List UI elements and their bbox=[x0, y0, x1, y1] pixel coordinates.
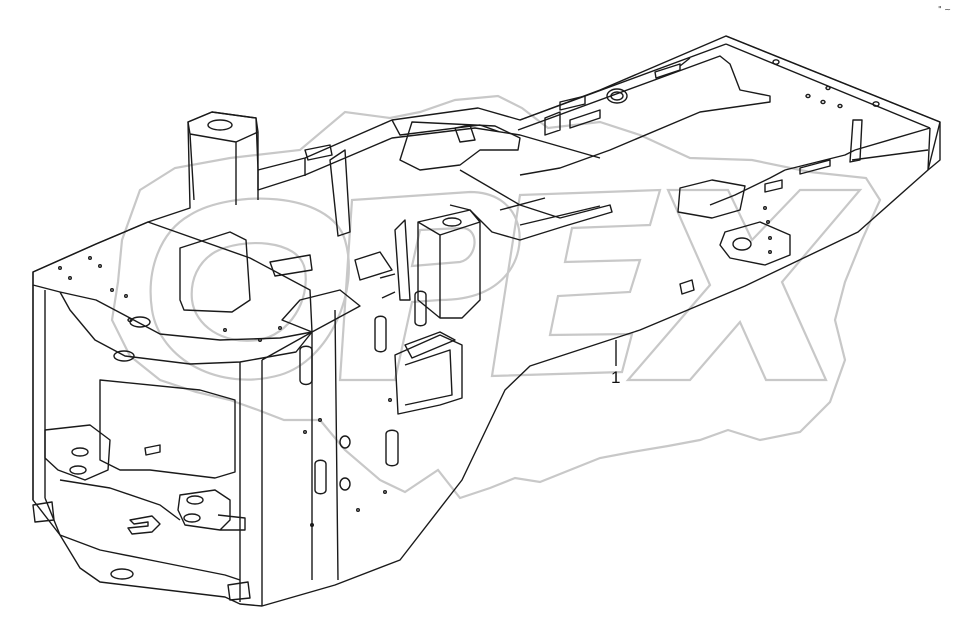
watermark-letter-x bbox=[625, 188, 863, 382]
rear-post bbox=[849, 119, 863, 163]
callout-label-1: 1 bbox=[611, 368, 620, 387]
upper-left-plate-top bbox=[59, 291, 313, 341]
watermark-letter-p bbox=[338, 190, 521, 382]
lug-hole-1 bbox=[71, 447, 89, 457]
watermark-letter-e bbox=[490, 188, 662, 378]
lug-hole-2 bbox=[69, 465, 87, 475]
mid-deck bbox=[257, 119, 601, 191]
center-pin bbox=[442, 217, 462, 227]
side-window bbox=[394, 334, 463, 415]
small-tab bbox=[144, 444, 161, 456]
hook-slot bbox=[127, 515, 161, 535]
bottom-foot bbox=[32, 501, 251, 601]
lower-lug-left bbox=[44, 424, 111, 481]
mid-opening bbox=[281, 289, 361, 333]
front-face bbox=[32, 285, 339, 606]
watermark-logo bbox=[110, 94, 882, 500]
bottom-hole bbox=[110, 568, 134, 580]
plate-holes bbox=[58, 256, 283, 362]
rear-left-rail bbox=[517, 43, 771, 176]
tower-hole bbox=[207, 119, 233, 131]
mid-bracket-1 bbox=[304, 124, 476, 161]
center-block bbox=[417, 209, 481, 319]
lug-hole-3 bbox=[186, 495, 204, 505]
side-window-brace bbox=[404, 331, 456, 359]
rear-crossmember bbox=[677, 149, 856, 219]
lug-hole-4 bbox=[183, 513, 201, 523]
frame-outline bbox=[32, 35, 941, 607]
corner-mark: " ~ bbox=[938, 5, 951, 14]
rear-side-holes bbox=[763, 205, 773, 254]
rail-brackets bbox=[544, 57, 691, 136]
lower-crossbar bbox=[59, 479, 241, 581]
center-ramp bbox=[449, 169, 613, 241]
watermark-gear-icon bbox=[110, 94, 882, 500]
lower-lug-right bbox=[177, 489, 246, 531]
mid-deck-plate bbox=[399, 121, 521, 171]
small-block bbox=[679, 279, 695, 295]
rear-eye-hole bbox=[732, 237, 752, 251]
chassis-frame bbox=[32, 35, 941, 607]
watermark-letter-o bbox=[149, 197, 350, 381]
mid-webs bbox=[269, 149, 411, 301]
front-recess bbox=[99, 379, 236, 479]
left-tower bbox=[187, 111, 259, 205]
rear-eye bbox=[719, 221, 791, 266]
rear-holes bbox=[606, 59, 880, 109]
left-window bbox=[179, 231, 251, 313]
side-slots bbox=[299, 290, 427, 528]
